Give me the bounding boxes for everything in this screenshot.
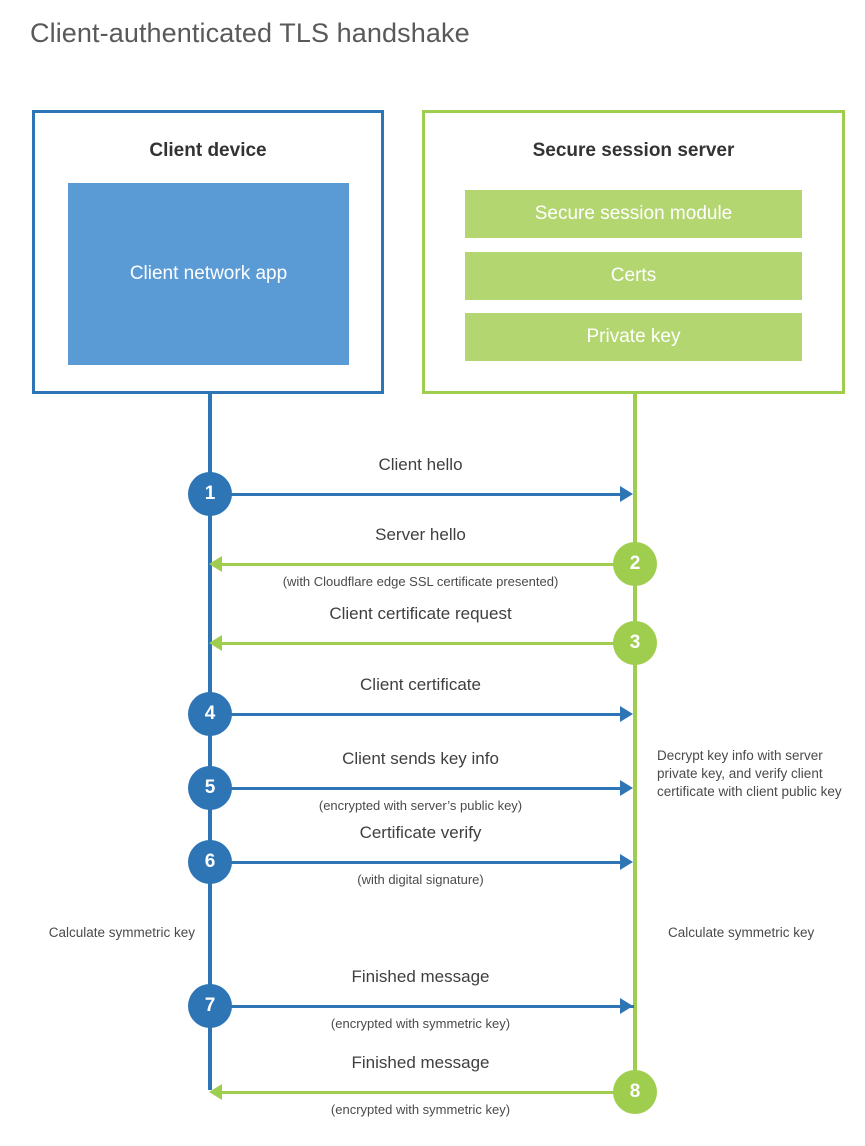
message-label-8: Finished message xyxy=(351,1053,490,1072)
message-line-5 xyxy=(210,787,622,790)
message-label-1: Client hello xyxy=(378,455,463,474)
message-sublabel-2: (with Cloudflare edge SSL certificate pr… xyxy=(282,574,559,589)
step-number-1[interactable]: 1 xyxy=(188,472,232,516)
message-line-4 xyxy=(210,713,622,716)
step-number-2[interactable]: 2 xyxy=(613,542,657,586)
message-sublabel-7: (encrypted with symmetric key) xyxy=(330,1016,511,1031)
secure-session-server-title: Secure session server xyxy=(532,140,735,161)
server-component-certs: Certs xyxy=(465,252,802,300)
message-label-6: Certificate verify xyxy=(359,823,482,842)
message-line-2 xyxy=(222,563,634,566)
client-calculate-symmetric-key-annotation: Calculate symmetric key xyxy=(48,925,195,940)
message-label-7: Finished message xyxy=(351,967,490,986)
server-lifeline xyxy=(633,393,637,1093)
message-label-2: Server hello xyxy=(375,525,466,544)
arrow-head-right-icon xyxy=(620,998,633,1014)
arrow-head-right-icon xyxy=(620,486,633,502)
message-line-8 xyxy=(222,1091,634,1094)
arrow-head-right-icon xyxy=(620,706,633,722)
server-component-secure-session-module: Secure session module xyxy=(465,190,802,238)
message-line-7 xyxy=(210,1005,634,1008)
step-number-5[interactable]: 5 xyxy=(188,766,232,810)
page-title: Client-authenticated TLS handshake xyxy=(30,18,470,48)
message-sublabel-8: (encrypted with symmetric key) xyxy=(330,1102,511,1117)
server-decrypt-annotation: Decrypt key info with server private key… xyxy=(657,748,842,799)
client-device-box: Client device Client network app xyxy=(32,110,384,394)
arrow-head-right-icon xyxy=(620,854,633,870)
secure-session-server-box: Secure session server Secure session mod… xyxy=(422,110,845,394)
arrow-head-right-icon xyxy=(620,780,633,796)
step-number-4[interactable]: 4 xyxy=(188,692,232,736)
message-sublabel-6: (with digital signature) xyxy=(357,872,484,887)
client-device-title: Client device xyxy=(149,140,267,161)
arrow-head-left-icon xyxy=(209,635,222,651)
server-calculate-symmetric-key-annotation: Calculate symmetric key xyxy=(668,925,815,940)
step-number-7[interactable]: 7 xyxy=(188,984,232,1028)
message-label-3: Client certificate request xyxy=(329,604,512,623)
arrow-head-left-icon xyxy=(209,1084,222,1100)
message-label-5: Client sends key info xyxy=(342,749,499,768)
server-component-private-key: Private key xyxy=(465,313,802,361)
message-line-6 xyxy=(210,861,622,864)
message-line-3 xyxy=(222,642,634,645)
arrow-head-left-icon xyxy=(209,556,222,572)
step-number-3[interactable]: 3 xyxy=(613,621,657,665)
client-lifeline xyxy=(208,393,212,1090)
message-label-4: Client certificate xyxy=(360,675,481,694)
message-line-1 xyxy=(210,493,622,496)
step-number-6[interactable]: 6 xyxy=(188,840,232,884)
client-network-app-block: Client network app xyxy=(68,183,349,365)
step-number-8[interactable]: 8 xyxy=(613,1070,657,1114)
message-sublabel-5: (encrypted with server’s public key) xyxy=(318,798,523,813)
